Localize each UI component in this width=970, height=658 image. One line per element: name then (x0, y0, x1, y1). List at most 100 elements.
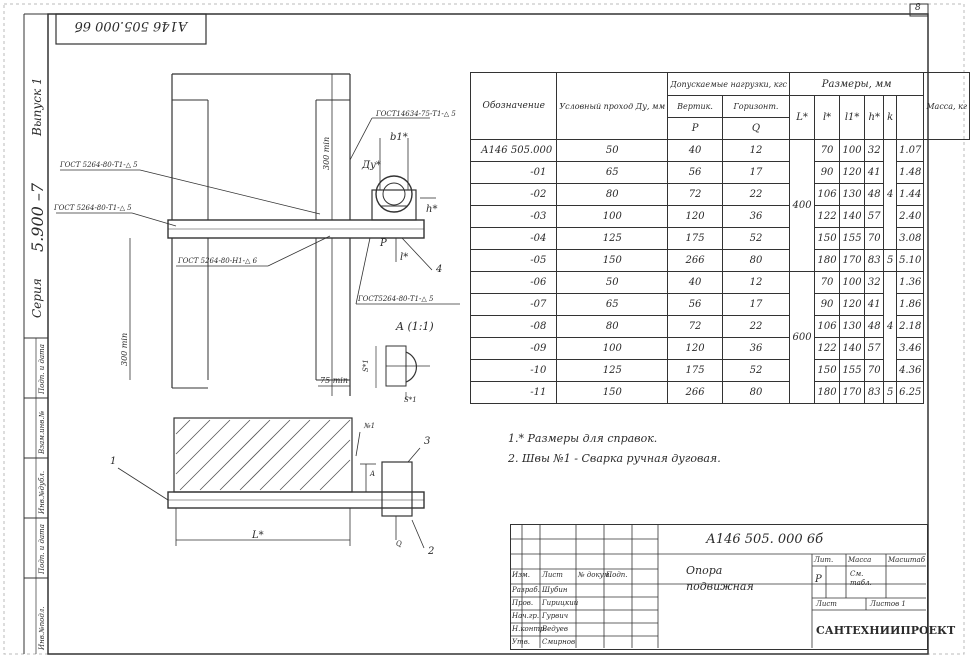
signature-name: Гурвич (542, 612, 569, 620)
du-cell: 125 (556, 227, 669, 250)
doc-code: А146 505. 000 6б (706, 532, 824, 547)
p-cell: 72 (667, 315, 723, 338)
p-cell: 175 (667, 359, 723, 382)
gost-label-4: ГОСТ 5264-80-Н1-△ 6 (178, 257, 258, 265)
p-cell: 40 (667, 139, 723, 162)
label-l: l* (400, 252, 409, 263)
note-1: 1.* Размеры для справок. (508, 432, 658, 445)
q-cell: 80 (721, 381, 791, 404)
l-cell: 106 (814, 315, 841, 338)
q-cell: 22 (721, 183, 791, 206)
gost-label-1: ГОСТ14634-75-Т1-△ 5 (376, 110, 456, 118)
q-cell: 12 (721, 271, 791, 294)
label-s-horizontal: S*1 (404, 396, 417, 404)
l1-cell: 120 (839, 161, 866, 184)
margin-label-2: Взам.инв.№ (38, 410, 46, 454)
q-cell: 36 (721, 205, 791, 228)
label-weld-n1: №1 (364, 422, 376, 430)
h-cell: 57 (864, 337, 885, 360)
q-cell: 22 (721, 315, 791, 338)
mass-label: Масса (848, 556, 872, 564)
du-cell: 50 (556, 271, 669, 294)
header-du: Условный проход Ду, мм (556, 72, 669, 140)
vypusk-label: Выпуск 1 (30, 77, 44, 136)
dim-75: 75 min (320, 376, 349, 385)
designation-cell: А146 505.000 (469, 139, 558, 162)
label-h: h* (426, 204, 438, 215)
l1-cell: 130 (839, 183, 866, 206)
header-L: L* (789, 95, 816, 140)
title-block (510, 524, 928, 650)
designation-cell: -10 (469, 359, 558, 382)
stamp-code: A146 505.000 6б (74, 18, 188, 33)
series-label: Серия (30, 278, 44, 318)
h-cell: 83 (864, 381, 885, 404)
h-cell: 48 (864, 183, 885, 206)
l-cell: 90 (814, 161, 841, 184)
p-cell: 120 (667, 337, 723, 360)
q-cell: 36 (721, 337, 791, 360)
mass-cell: 1.48 (896, 161, 925, 184)
signature-name: Гирицкий (542, 599, 579, 607)
q-cell: 17 (721, 161, 791, 184)
header-vert: Вертик. (667, 95, 723, 118)
signature-name: Шубин (542, 586, 568, 594)
header-h: h* (864, 95, 885, 140)
header-k: k (883, 95, 898, 140)
p-cell: 120 (667, 205, 723, 228)
label-s-vertical: S*1 (362, 359, 370, 372)
q-cell: 80 (721, 249, 791, 272)
q-cell: 17 (721, 293, 791, 316)
dim-300-bottom: 300 min (120, 332, 129, 366)
signature-name: Смирнов (542, 638, 576, 646)
k-cell: 5 (883, 249, 898, 272)
signature-role: Н.контр. (512, 625, 547, 633)
mass-cell: 2.40 (896, 205, 925, 228)
l-cell: 122 (814, 337, 841, 360)
l1-cell: 155 (839, 359, 866, 382)
designation-cell: -07 (469, 293, 558, 316)
header-designation: Обозначение (469, 72, 558, 140)
h-cell: 70 (864, 359, 885, 382)
name-line-2: подвижная (686, 580, 754, 593)
du-cell: 150 (556, 381, 669, 404)
sheet-label: Лист (816, 600, 837, 608)
h-cell: 32 (864, 271, 885, 294)
l-cell: 180 (814, 249, 841, 272)
mass-cell: 2.18 (896, 315, 925, 338)
l1-cell: 140 (839, 337, 866, 360)
k-cell: 4 (883, 271, 898, 382)
label-l-star: L* (252, 530, 264, 541)
designation-cell: -08 (469, 315, 558, 338)
margin-label-0: Инв.№подл. (38, 606, 46, 650)
k-cell: 5 (883, 381, 898, 404)
label-b1: b1* (390, 132, 408, 143)
header-mass: Масса, кг (923, 72, 970, 140)
designation-cell: -05 (469, 249, 558, 272)
p-cell: 175 (667, 227, 723, 250)
h-cell: 57 (864, 205, 885, 228)
stage-value: Р (815, 574, 822, 585)
p-cell: 72 (667, 183, 723, 206)
signature-doc: № докум. (578, 571, 612, 579)
margin-label-4: Подп. и дата (38, 524, 46, 574)
l1-cell: 170 (839, 249, 866, 272)
p-cell: 56 (667, 161, 723, 184)
h-cell: 83 (864, 249, 885, 272)
l1-cell: 120 (839, 293, 866, 316)
h-cell: 41 (864, 161, 885, 184)
signature-role: Пров. (512, 599, 534, 607)
label-2: 2 (428, 546, 435, 557)
l-cell: 106 (814, 183, 841, 206)
section-a-label: A (1:1) (396, 320, 434, 333)
l-cell: 70 (814, 139, 841, 162)
q-cell: 52 (721, 227, 791, 250)
gost-label-2: ГОСТ 5264-80-Т1-△ 5 (60, 161, 138, 169)
label-4: 4 (436, 264, 443, 275)
du-cell: 50 (556, 139, 669, 162)
l1-cell: 100 (839, 271, 866, 294)
